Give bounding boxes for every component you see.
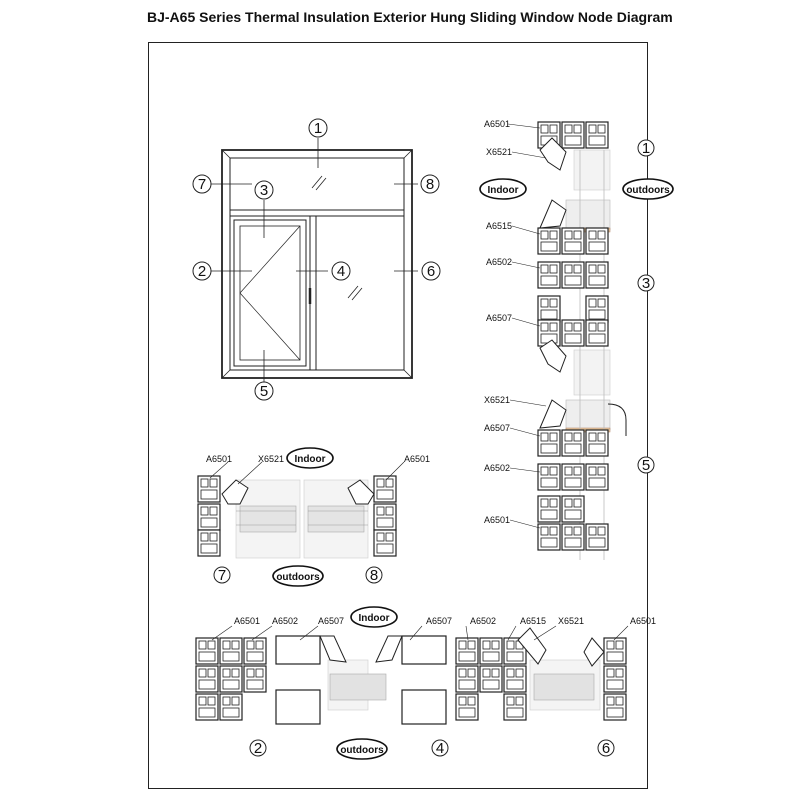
label-a6501-right: A6501 bbox=[404, 454, 430, 464]
diagram-text: 1 bbox=[642, 140, 650, 157]
diagram-text: 4 bbox=[337, 263, 345, 280]
diagram-text: 5 bbox=[260, 383, 268, 400]
label-a6515: A6515 bbox=[486, 221, 512, 231]
label-x6521-h: X6521 bbox=[558, 616, 584, 626]
vertical-outdoors-oval: outdoors bbox=[622, 178, 674, 200]
label-a6502-mid: A6502 bbox=[486, 257, 512, 267]
diagram-text: 2 bbox=[254, 740, 262, 757]
horizontal-section-callouts: 2 4 6 bbox=[249, 739, 615, 757]
diagram-text: 3 bbox=[642, 275, 650, 292]
label-a6507-h2: A6507 bbox=[426, 616, 452, 626]
callout-4: 4 bbox=[331, 261, 351, 281]
label-x6521-left: X6521 bbox=[258, 454, 284, 464]
diagram-text: Indoor bbox=[487, 185, 518, 196]
label-a6501-bottom: A6501 bbox=[484, 515, 510, 525]
horizontal-indoor-oval: Indoor bbox=[350, 606, 398, 628]
label-a6501-left: A6501 bbox=[206, 454, 232, 464]
callout-2: 2 bbox=[192, 261, 212, 281]
diagram-text: 6 bbox=[602, 740, 610, 757]
diagram-text: outdoors bbox=[626, 185, 670, 196]
diagram-text: 4 bbox=[436, 740, 444, 757]
callout-6: 6 bbox=[421, 261, 441, 281]
section-7-8-outdoors-oval: outdoors bbox=[272, 565, 324, 587]
label-a6502-h2: A6502 bbox=[470, 616, 496, 626]
callout-8: 8 bbox=[420, 174, 440, 194]
diagram-text: 8 bbox=[426, 176, 434, 193]
vertical-section bbox=[537, 121, 627, 560]
section-7-8-callouts: 7 8 bbox=[213, 566, 383, 584]
elevation-callouts: 1 7 8 3 2 4 6 5 bbox=[192, 118, 441, 401]
diagram-text: outdoors bbox=[276, 572, 320, 583]
diagram-text: 8 bbox=[370, 567, 378, 584]
label-a6502-bottom: A6502 bbox=[484, 463, 510, 473]
callout-5: 5 bbox=[254, 381, 274, 401]
diagram-text: 7 bbox=[218, 567, 226, 584]
diagram-text: Indoor bbox=[358, 613, 389, 624]
diagram-text: 5 bbox=[642, 457, 650, 474]
window-elevation bbox=[208, 138, 418, 382]
section-7-8 bbox=[197, 461, 405, 559]
label-a6501-h1: A6501 bbox=[234, 616, 260, 626]
vertical-indoor-oval: Indoor bbox=[479, 178, 527, 200]
label-a6507-h1: A6507 bbox=[318, 616, 344, 626]
diagram-text: outdoors bbox=[340, 745, 384, 756]
label-a6501-top: A6501 bbox=[484, 119, 510, 129]
callout-7: 7 bbox=[192, 174, 212, 194]
callout-3: 3 bbox=[254, 180, 274, 200]
label-a6501-h2: A6501 bbox=[630, 616, 656, 626]
horizontal-section bbox=[195, 625, 629, 725]
label-a6502-h1: A6502 bbox=[272, 616, 298, 626]
diagram-text: Indoor bbox=[294, 454, 325, 465]
diagram-text: 2 bbox=[198, 263, 206, 280]
callout-1: 1 bbox=[308, 118, 328, 138]
horizontal-outdoors-oval: outdoors bbox=[336, 738, 388, 760]
diagram-text: 7 bbox=[198, 176, 206, 193]
label-x6521-top: X6521 bbox=[486, 147, 512, 157]
vertical-section-labels bbox=[507, 123, 547, 529]
vertical-section-callouts: 1 3 5 bbox=[637, 139, 655, 474]
section-7-8-indoor-oval: Indoor bbox=[286, 447, 334, 469]
label-a6507-bottom: A6507 bbox=[484, 423, 510, 433]
diagram-text: 3 bbox=[260, 182, 268, 199]
drawing-frame bbox=[148, 42, 648, 789]
diagram-text: 1 bbox=[314, 120, 322, 137]
page-title: BJ-A65 Series Thermal Insulation Exterio… bbox=[147, 9, 673, 25]
label-x6521-bottom: X6521 bbox=[484, 395, 510, 405]
diagram-text: 6 bbox=[427, 263, 435, 280]
label-a6507-mid: A6507 bbox=[486, 313, 512, 323]
label-a6515-h: A6515 bbox=[520, 616, 546, 626]
